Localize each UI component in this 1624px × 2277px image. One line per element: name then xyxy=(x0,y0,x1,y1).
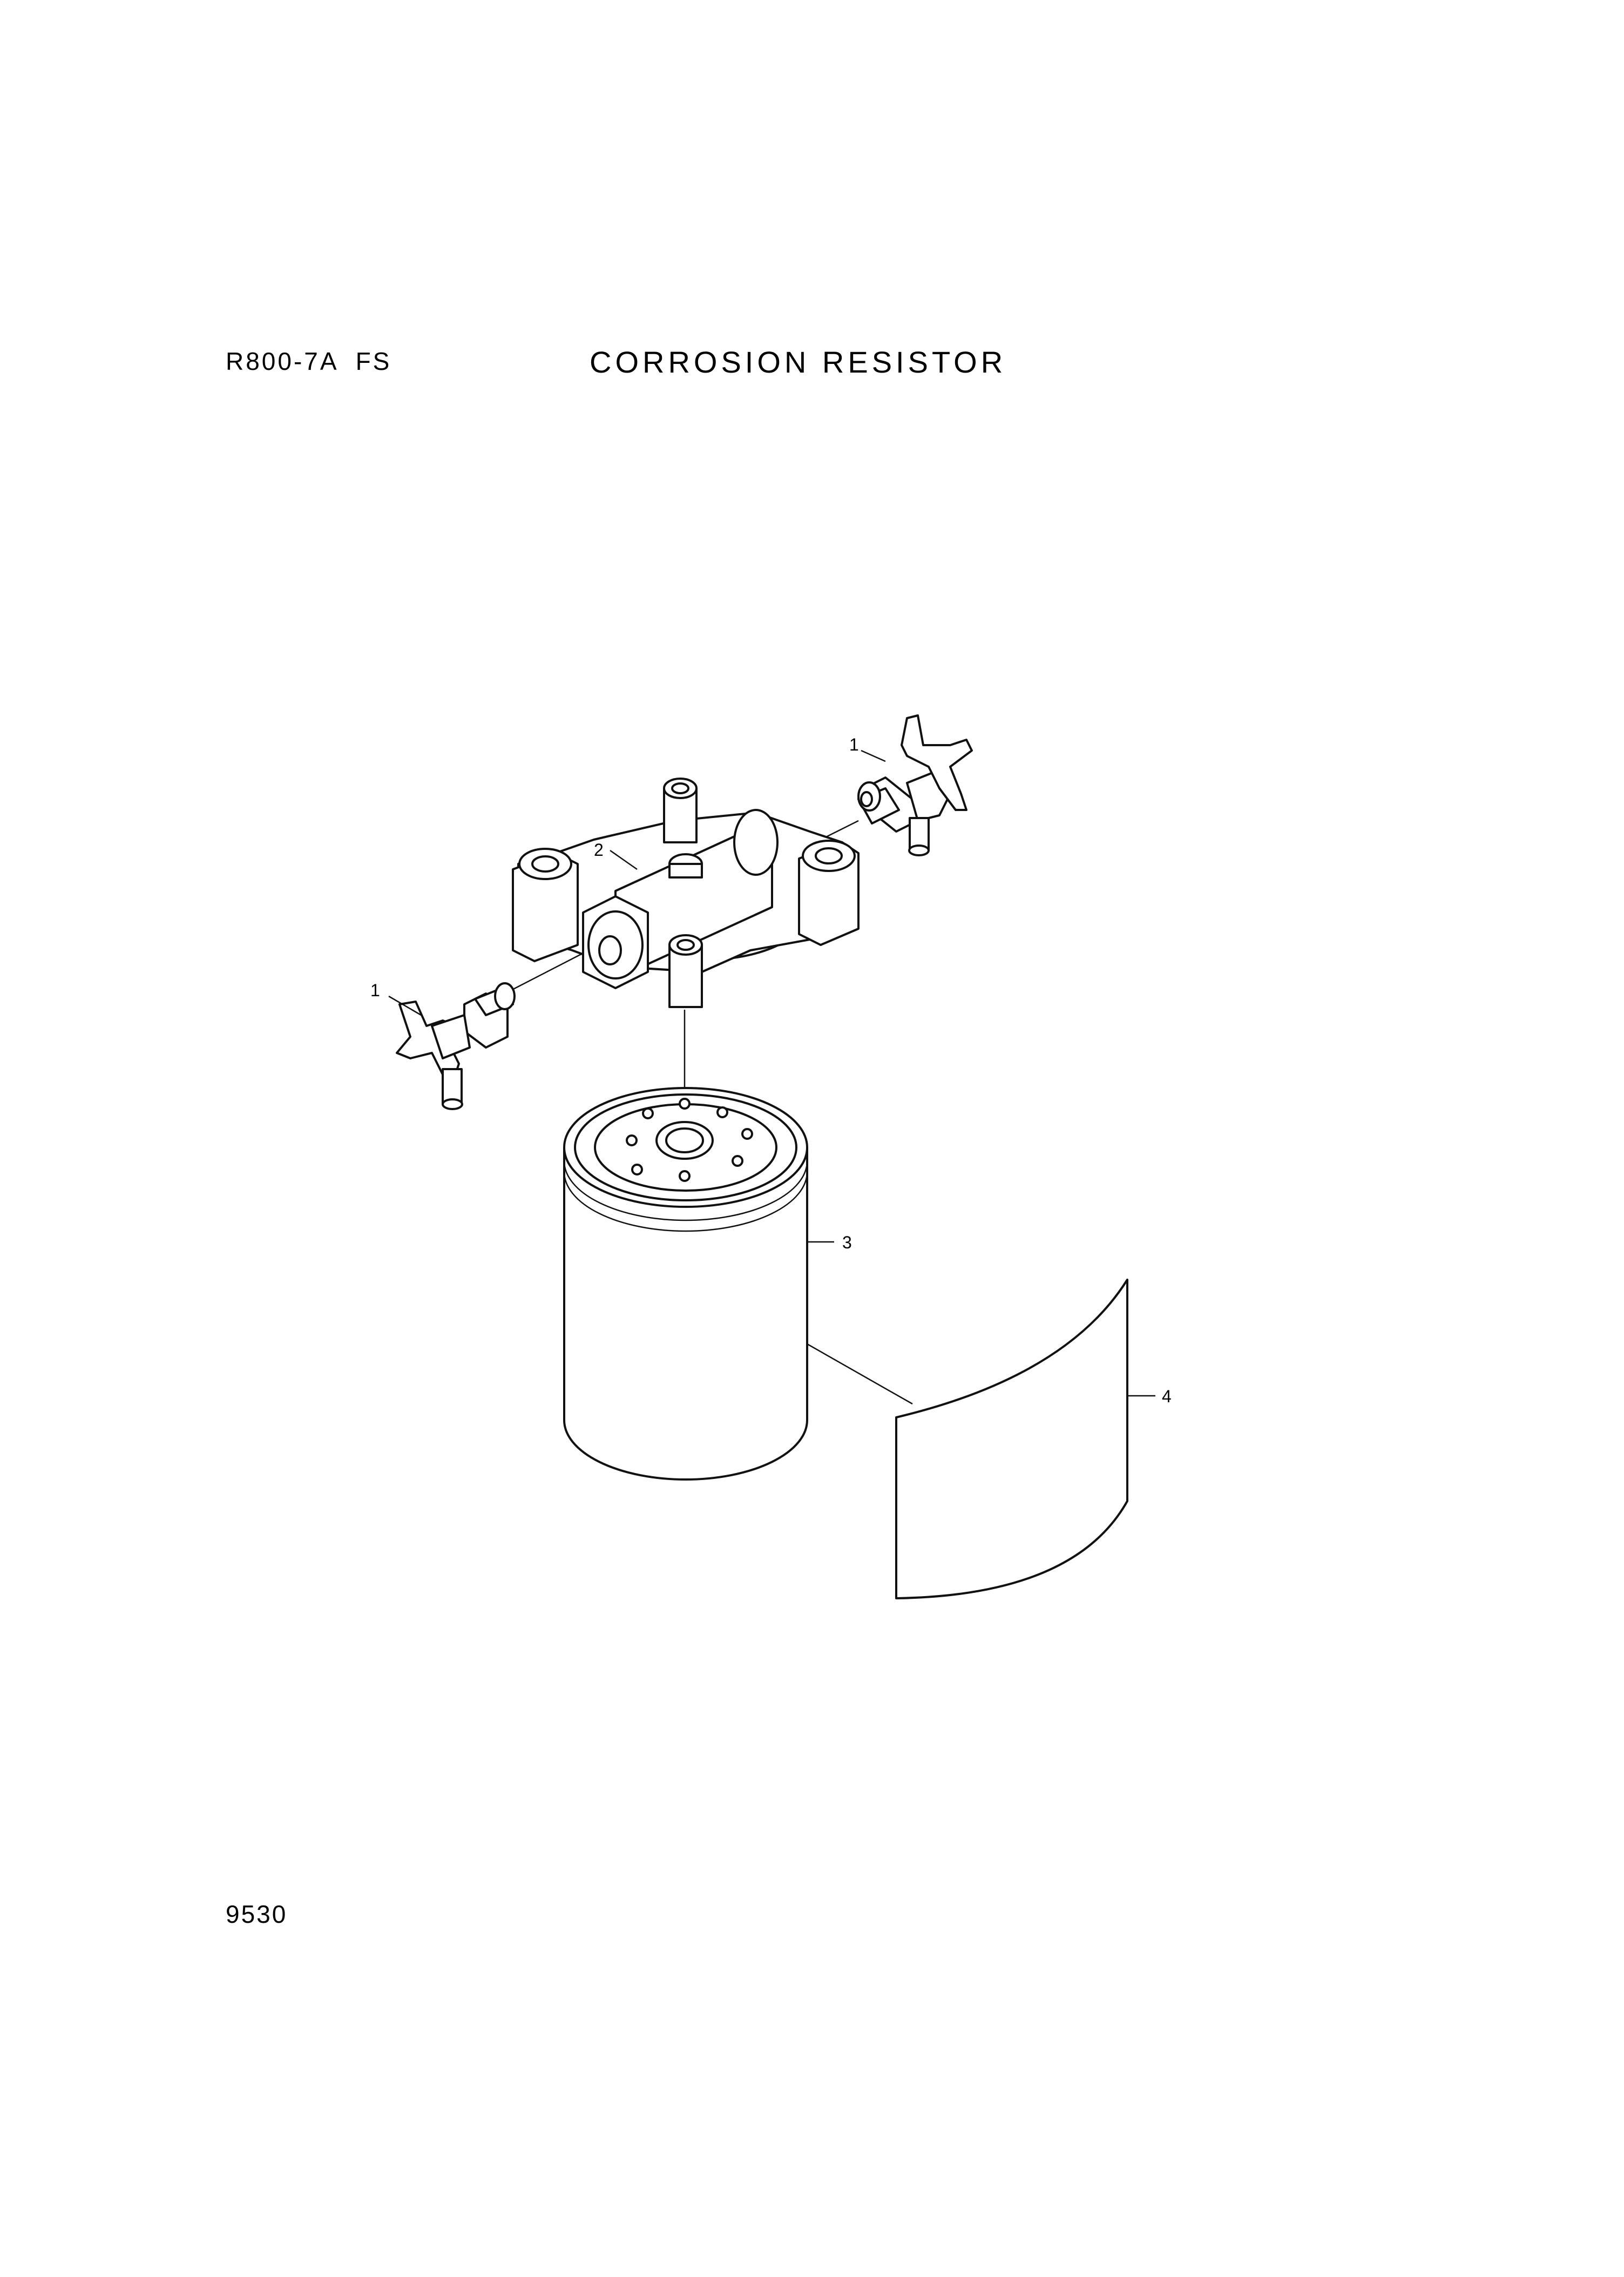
callout-4: 4 xyxy=(1162,1387,1172,1406)
label-sheet xyxy=(895,1279,1128,1599)
callout-2: 2 xyxy=(594,840,604,860)
callouts: 1 2 1 3 4 xyxy=(370,735,1172,1406)
filter-head xyxy=(512,778,860,1008)
filter-cartridge xyxy=(563,1087,808,1481)
valve-lower xyxy=(396,982,516,1110)
page-title: CORROSION RESISTOR xyxy=(590,345,1007,379)
model-code: R800-7A FS xyxy=(226,347,392,375)
callout-3: 3 xyxy=(842,1233,852,1252)
callout-1-upper: 1 xyxy=(849,735,859,754)
page-number: 9530 xyxy=(226,1900,288,1928)
valve-upper xyxy=(857,714,973,856)
callout-1-lower: 1 xyxy=(370,981,380,1000)
